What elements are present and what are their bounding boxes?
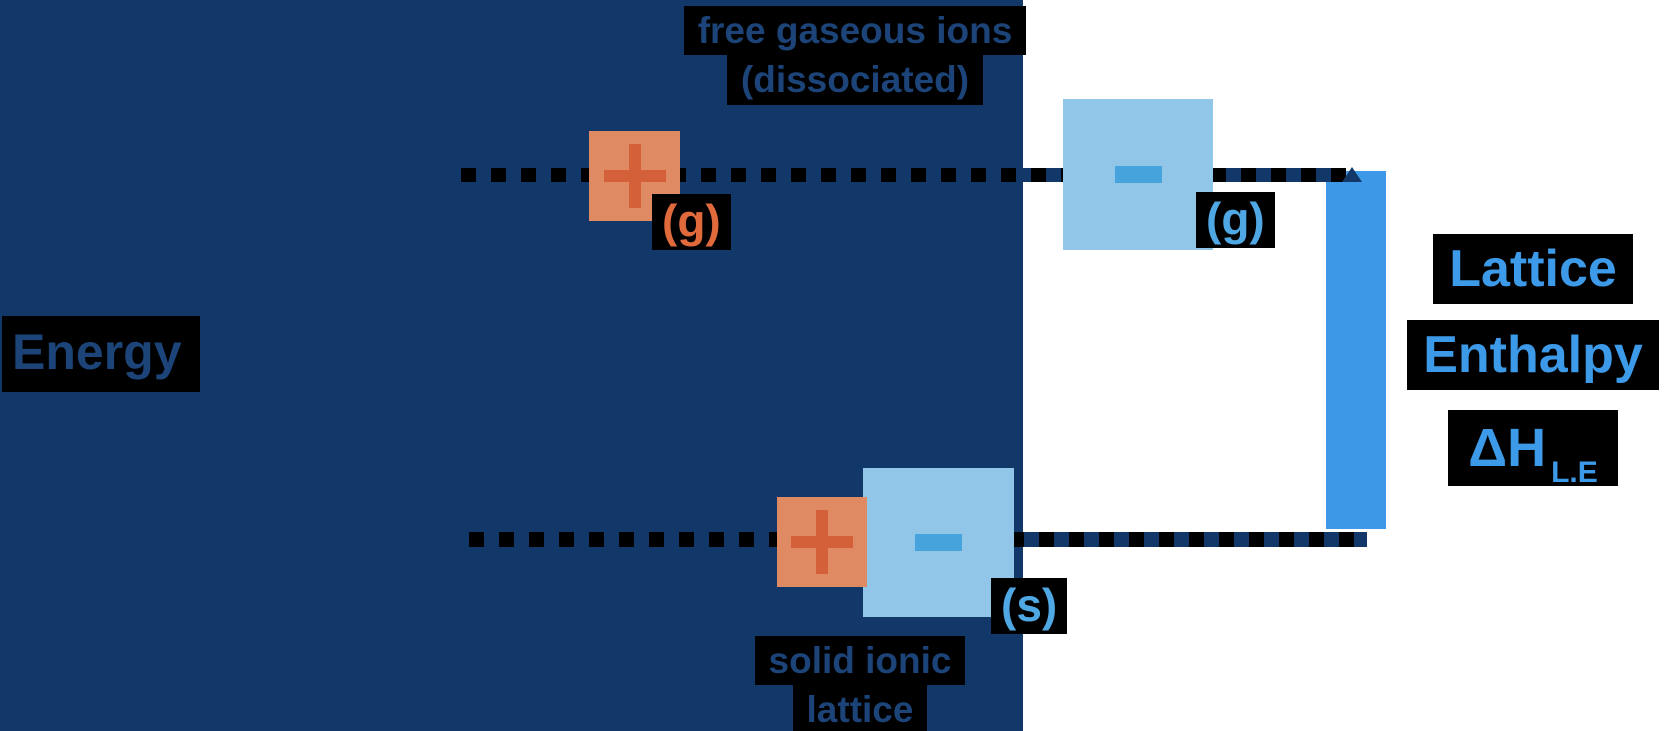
lattice-enthalpy-title-text1: Lattice <box>1433 234 1633 305</box>
gaseous-anion-square <box>1063 99 1213 250</box>
upper-level-label: free gaseous ions (dissociated) <box>640 6 1070 105</box>
lattice-enthalpy-title-text2: Enthalpy <box>1407 320 1659 391</box>
plus-icon <box>791 510 853 574</box>
lower-level-label-line2: lattice <box>792 685 928 731</box>
lattice-enthalpy-bar <box>1326 171 1386 529</box>
lattice-anion-square <box>863 468 1014 617</box>
delta-h-subscript: L.E <box>1551 456 1598 489</box>
lattice-enthalpy-title-line1: Lattice <box>1400 234 1666 305</box>
gaseous-anion-state-label: (g) <box>1196 192 1275 248</box>
upper-level-label-line1: free gaseous ions <box>683 6 1027 56</box>
lower-level-label: solid ionic lattice <box>735 636 985 731</box>
arrow-up-icon <box>1342 167 1362 182</box>
y-axis-label: Energy <box>2 316 200 392</box>
lower-level-label-line1: solid ionic <box>754 636 966 686</box>
plus-icon <box>603 144 666 208</box>
minus-icon <box>915 534 962 551</box>
gaseous-cation-state-label: (g) <box>652 194 731 250</box>
solid-state-label: (s) <box>991 578 1068 634</box>
minus-icon <box>1114 166 1162 183</box>
upper-level-label-line2: (dissociated) <box>726 55 984 105</box>
lattice-enthalpy-title-line2: Enthalpy <box>1400 320 1666 391</box>
lattice-cation-square <box>777 497 867 587</box>
delta-h-symbol: ΔH <box>1468 418 1547 478</box>
